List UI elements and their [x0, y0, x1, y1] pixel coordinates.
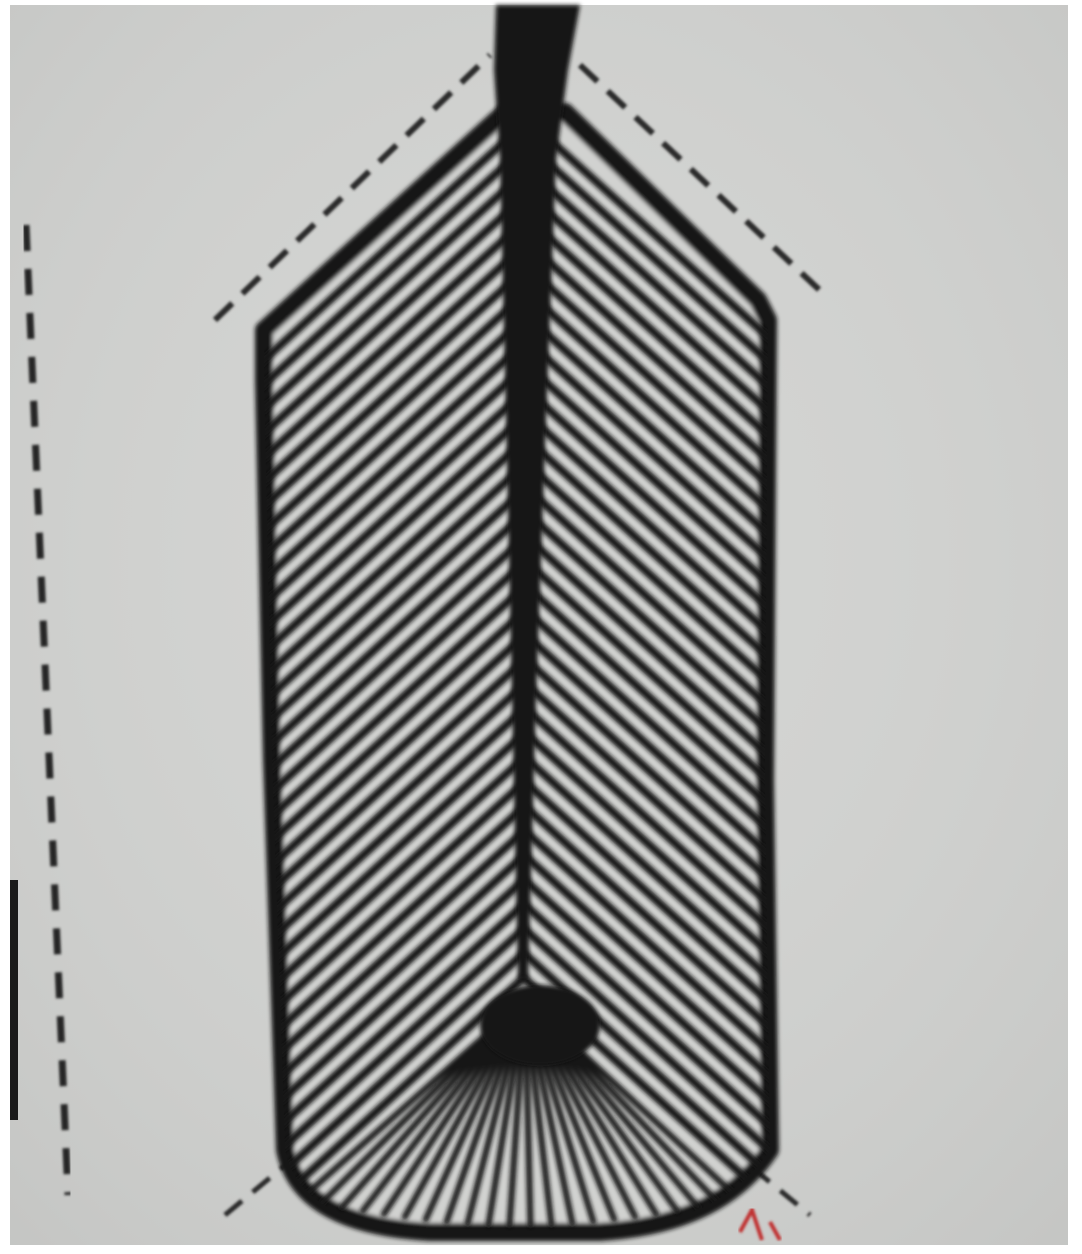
shaft-base-blot [480, 985, 600, 1065]
left-dark-strip [10, 880, 18, 1120]
